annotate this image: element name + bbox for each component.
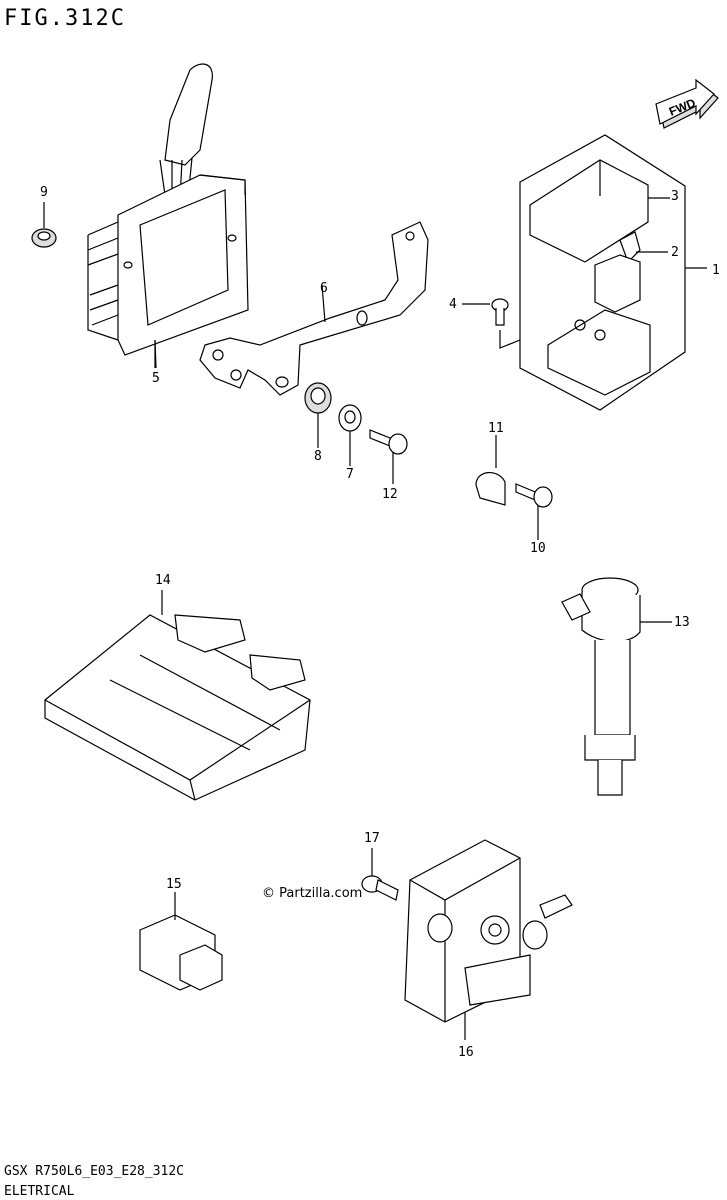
callout-9[interactable]: 9 [40,185,48,200]
part-17-screw[interactable] [361,848,399,901]
callout-5[interactable]: 5 [152,371,160,386]
callout-10[interactable]: 10 [530,541,546,556]
part-13-ignition-coil[interactable] [561,577,672,796]
callout-3[interactable]: 3 [671,189,679,204]
part-14-ecm[interactable] [44,590,311,801]
part-10-bolt[interactable] [515,483,553,540]
figure-title: FIG.312C [4,6,126,31]
callout-13[interactable]: 13 [674,615,690,630]
section-name: ELETRICAL [4,1184,75,1199]
callout-12[interactable]: 12 [382,487,398,502]
part-8-grommet[interactable] [304,382,332,448]
part-16-actuator[interactable] [404,839,573,1040]
callout-15[interactable]: 15 [166,877,182,892]
callout-8[interactable]: 8 [314,449,322,464]
callout-2[interactable]: 2 [671,245,679,260]
part-6-bracket[interactable] [199,221,429,396]
part-7-collar[interactable] [338,404,362,466]
part-12-bolt[interactable] [369,429,408,484]
callout-7[interactable]: 7 [346,467,354,482]
callout-6[interactable]: 6 [320,281,328,296]
callout-16[interactable]: 16 [458,1045,474,1060]
figure-code: GSX R750L6_E03_E28_312C [4,1164,185,1179]
watermark: © Partzilla.com [262,886,363,901]
part-9-nut[interactable] [31,202,57,248]
part-4-bolt[interactable] [462,298,509,326]
part-5-regulator[interactable] [87,63,249,369]
part-3-cover[interactable] [529,159,670,263]
callout-17[interactable]: 17 [364,831,380,846]
callout-14[interactable]: 14 [155,573,171,588]
part-1-relay-assembly[interactable] [499,134,707,411]
callout-1[interactable]: 1 [712,263,720,278]
part-2-fuse[interactable] [619,231,668,264]
callout-4[interactable]: 4 [449,297,457,312]
part-11-clamp[interactable] [475,435,506,506]
part-15-sensor[interactable] [139,892,223,991]
fwd-arrow-icon: FWD [655,78,719,129]
callout-11[interactable]: 11 [488,421,504,436]
